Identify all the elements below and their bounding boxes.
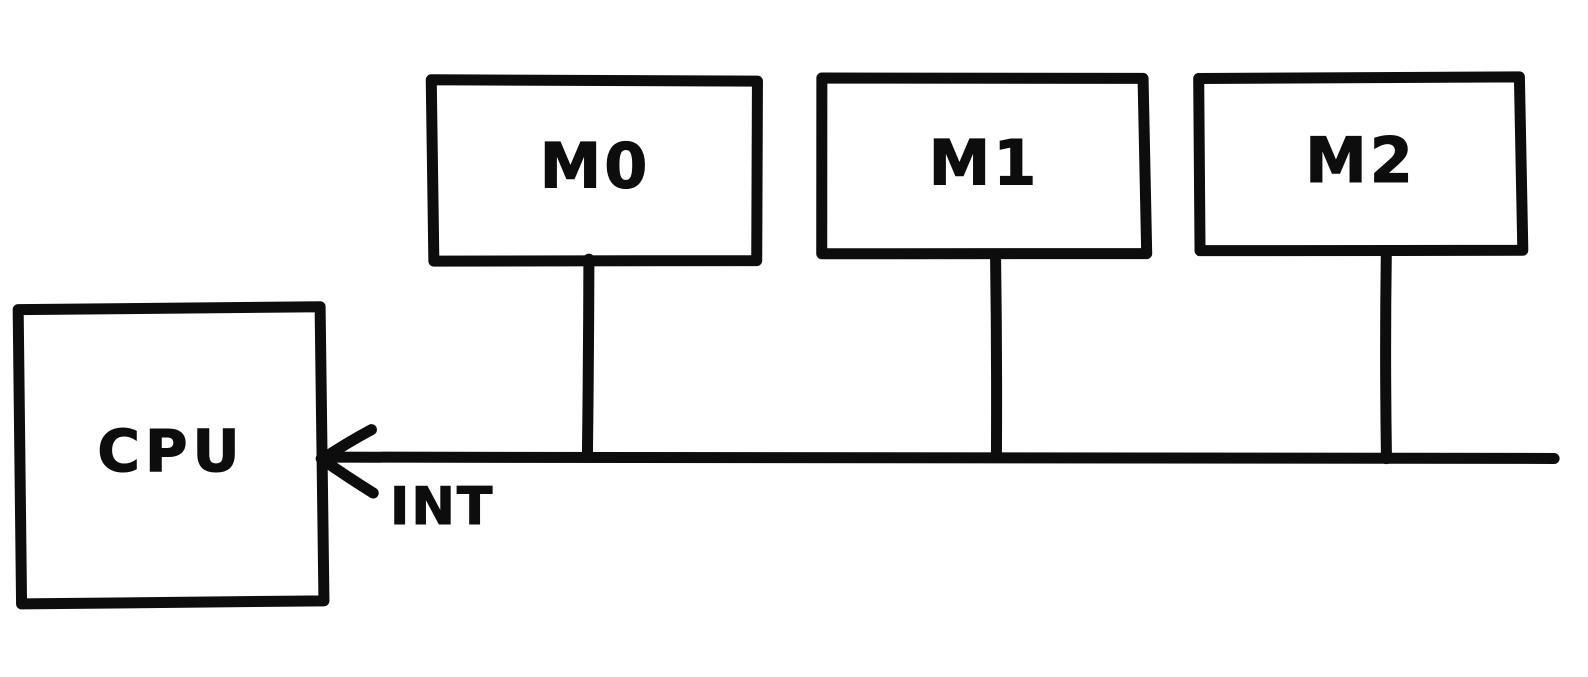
- cpu-box-outline: [12, 301, 330, 610]
- module-node-m0[interactable]: M0: [425, 74, 763, 461]
- cpu-node[interactable]: CPU: [12, 301, 330, 610]
- arrowhead-upper-barb: [318, 424, 378, 464]
- cpu-label: CPU: [97, 417, 244, 485]
- interrupt-bus-line[interactable]: [316, 451, 1560, 464]
- module-drop-line-m2: [1380, 247, 1392, 465]
- arrowhead-lower-barb: [315, 453, 379, 499]
- arrowhead-icon: [315, 424, 379, 499]
- module-box-m2-outline: [1193, 71, 1529, 257]
- module-box-m0-outline: [425, 74, 763, 267]
- module-node-m2[interactable]: M2: [1193, 71, 1529, 465]
- module-drop-line-m0: [581, 253, 595, 461]
- module-box-m1-outline: [816, 72, 1153, 260]
- module-drop-line-m1: [990, 250, 1003, 462]
- module-node-m1[interactable]: M1: [816, 72, 1153, 462]
- module-label-m1: M1: [929, 127, 1040, 200]
- interrupt-signal-label: INT: [390, 477, 494, 537]
- module-label-m2: M2: [1305, 124, 1416, 197]
- module-label-m0: M0: [540, 130, 651, 203]
